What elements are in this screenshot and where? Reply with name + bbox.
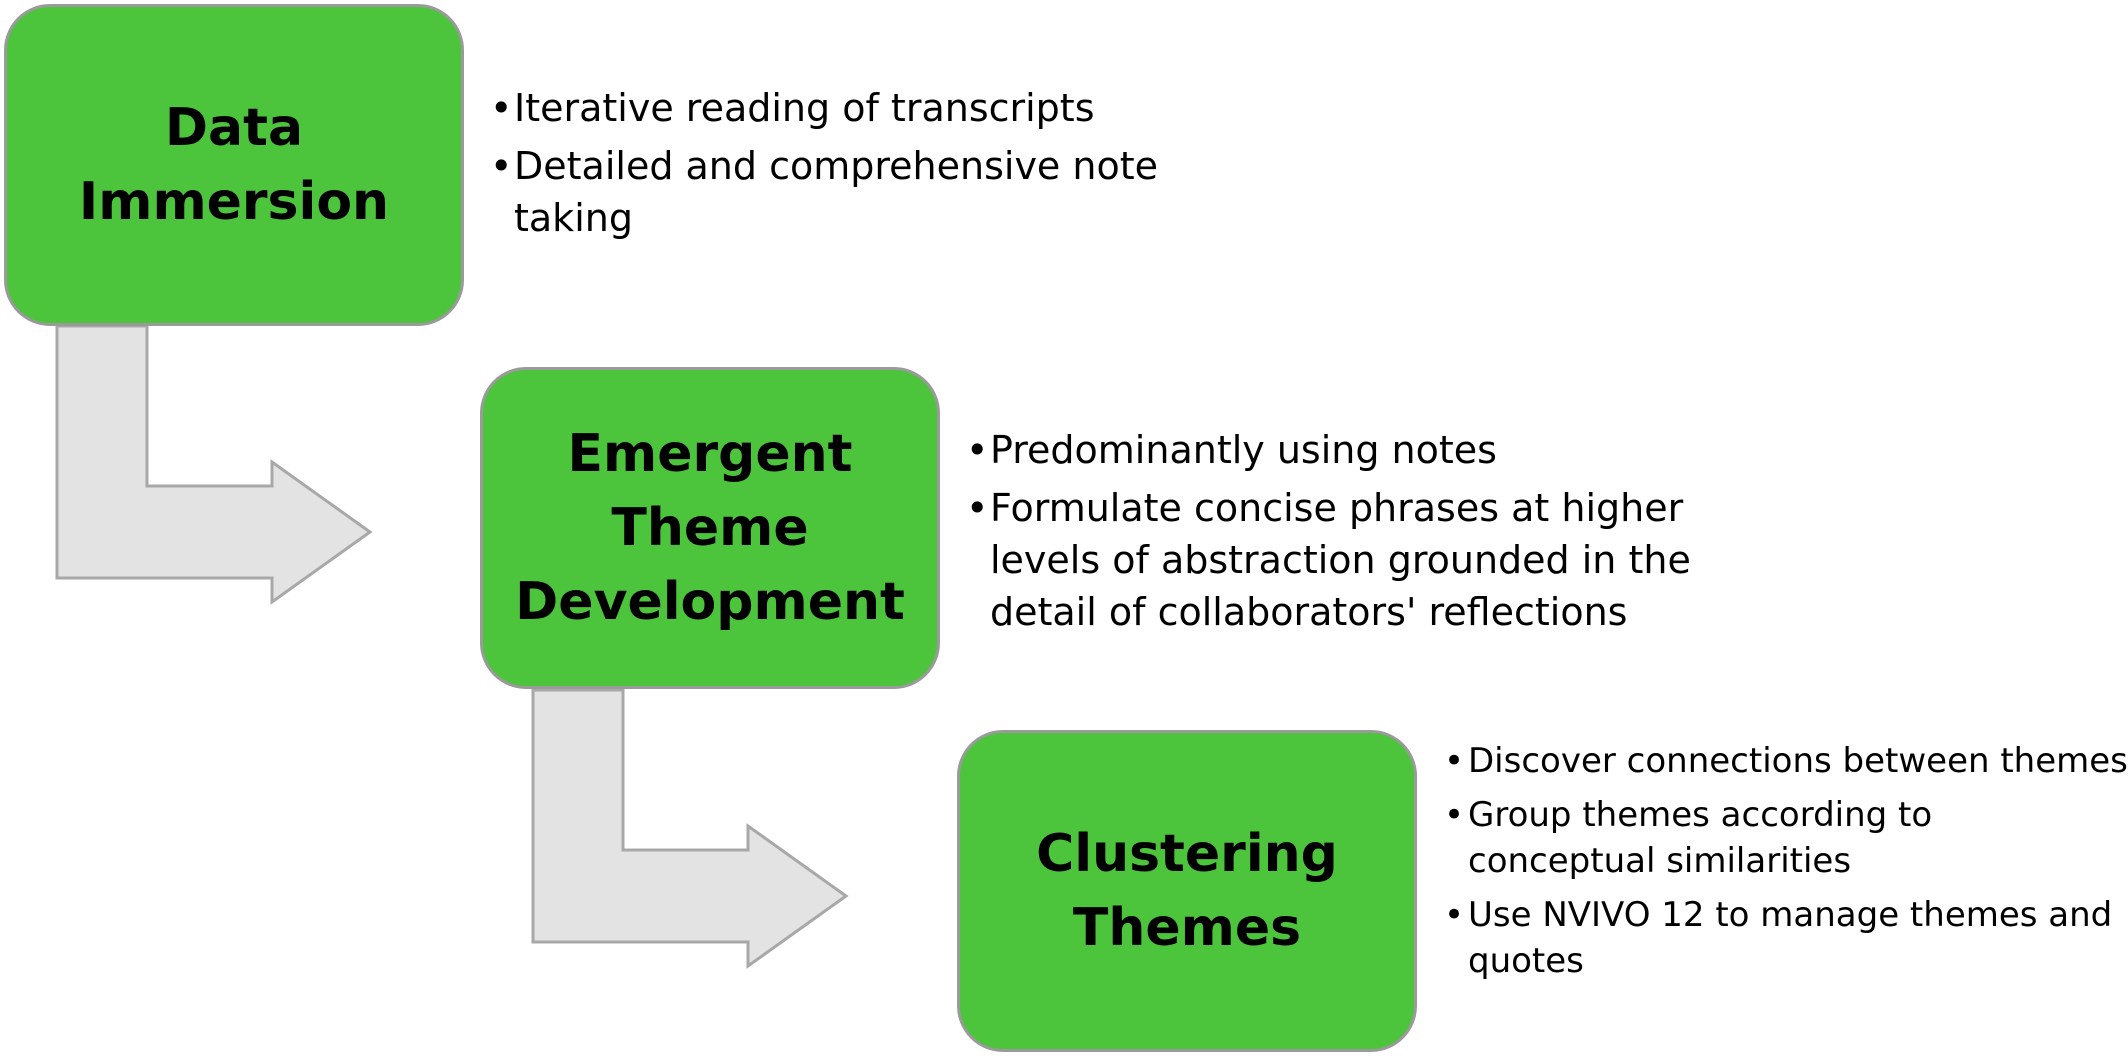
bullet-list-emergent-theme-development: • Predominantly using notes • Formulate … — [966, 424, 1726, 644]
list-item: • Formulate concise phrases at higher le… — [966, 482, 1726, 638]
bullet-icon: • — [490, 86, 513, 130]
step-title-emergent-theme-development: Emergent Theme Development — [499, 417, 921, 639]
title-line: Immersion — [78, 172, 390, 232]
bullet-text: Iterative reading of transcripts — [514, 86, 1095, 130]
list-item: • Discover connections between themes — [1444, 738, 2128, 784]
bullet-icon: • — [966, 486, 989, 530]
bullet-icon: • — [966, 428, 989, 472]
bullet-icon: • — [490, 144, 513, 188]
list-item: • Use NVIVO 12 to manage themes and quot… — [1444, 892, 2128, 984]
step-title-clustering-themes: Clustering Themes — [1020, 817, 1354, 965]
list-item: • Group themes according to conceptual s… — [1444, 792, 2128, 884]
bullet-text: Detailed and comprehensive note taking — [514, 144, 1158, 240]
bullet-icon: • — [1444, 895, 1465, 935]
bullet-list-data-immersion: • Iterative reading of transcripts • Det… — [490, 82, 1210, 250]
bullet-icon: • — [1444, 795, 1465, 835]
list-item: • Predominantly using notes — [966, 424, 1726, 476]
list-item: • Iterative reading of transcripts — [490, 82, 1210, 134]
title-line: Emergent — [567, 424, 853, 484]
title-line: Theme — [611, 498, 809, 558]
title-line: Data — [164, 98, 304, 158]
step-box-data-immersion: Data Immersion — [4, 4, 464, 326]
bullet-text: Predominantly using notes — [990, 428, 1497, 472]
step-box-emergent-theme-development: Emergent Theme Development — [480, 367, 940, 689]
bent-arrow-step1-to-step2 — [55, 324, 373, 605]
bullet-text: Use NVIVO 12 to manage themes and quotes — [1468, 895, 2113, 981]
bullet-text: Discover connections between themes — [1468, 741, 2128, 781]
title-line: Themes — [1072, 898, 1302, 958]
step-box-clustering-themes: Clustering Themes — [957, 730, 1417, 1052]
bullet-icon: • — [1444, 741, 1465, 781]
title-line: Clustering — [1036, 824, 1338, 884]
step-title-data-immersion: Data Immersion — [63, 91, 405, 239]
bent-arrow-step2-to-step3 — [531, 688, 849, 969]
bullet-text: Formulate concise phrases at higher leve… — [990, 486, 1691, 634]
title-line: Development — [515, 572, 905, 632]
bullet-list-clustering-themes: • Discover connections between themes • … — [1444, 738, 2128, 992]
list-item: • Detailed and comprehensive note taking — [490, 140, 1210, 244]
bullet-text: Group themes according to conceptual sim… — [1468, 795, 1933, 881]
